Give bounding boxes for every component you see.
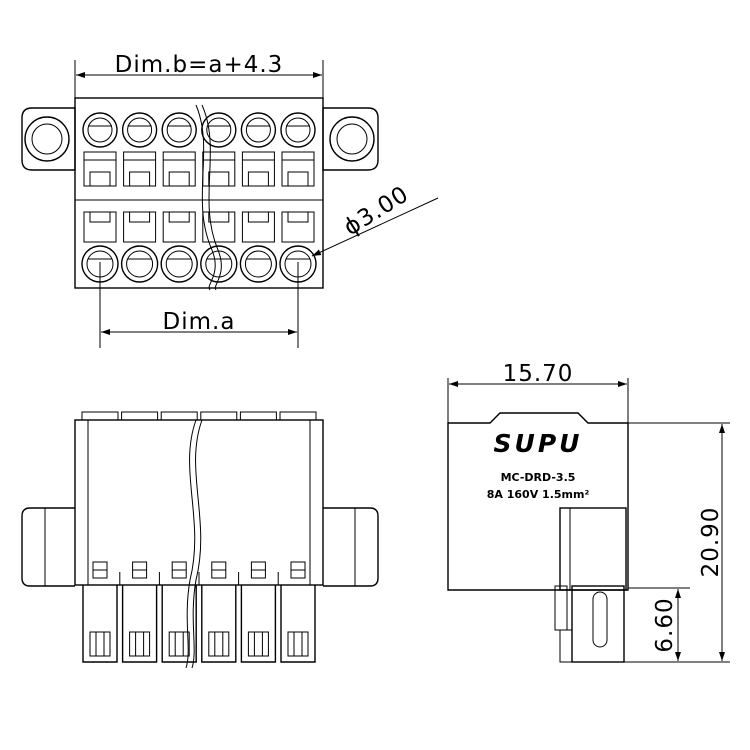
side-view: SUPU MC-DRD-3.5 8A 160V 1.5mm² 15.70 20.…	[447, 361, 730, 663]
front-tab	[200, 411, 238, 421]
diameter-callout: ϕ3.00	[311, 181, 439, 257]
top-view: Dim.b=a+4.3 Dim.a ϕ3.00	[21, 52, 439, 348]
front-pin	[240, 561, 279, 663]
top-pin	[160, 112, 198, 283]
lower-label: 6.60	[652, 597, 678, 652]
model-label: MC-DRD-3.5	[501, 471, 576, 484]
front-pin	[82, 561, 121, 663]
dim-b: Dim.b=a+4.3	[74, 52, 324, 98]
break-line	[195, 104, 216, 291]
mounting-hole-left	[24, 116, 70, 162]
brand-label: SUPU	[494, 429, 583, 458]
top-view-flange	[21, 107, 76, 171]
front-pin	[201, 561, 240, 663]
dim-height: 20.90	[624, 422, 730, 663]
rating-label: 8A 160V 1.5mm²	[487, 488, 590, 501]
front-view	[21, 411, 379, 669]
front-pin	[121, 561, 160, 663]
top-view-body	[74, 97, 324, 289]
dim-a: Dim.a	[99, 262, 299, 348]
front-tab	[160, 411, 198, 421]
dim-lower: 6.60	[628, 587, 690, 661]
top-pin	[279, 112, 317, 283]
front-view-flange-left	[21, 507, 75, 587]
hole-diameter-label: ϕ3.00	[339, 181, 413, 241]
front-tab	[239, 411, 277, 421]
front-pin	[161, 561, 200, 663]
dim-b-label: Dim.b=a+4.3	[115, 52, 284, 78]
front-view-flange-right	[323, 507, 379, 587]
width-label: 15.70	[503, 361, 574, 387]
height-label: 20.90	[698, 507, 724, 578]
front-pin	[280, 561, 316, 663]
dim-width: 15.70	[447, 361, 629, 423]
side-view-latch	[554, 507, 627, 663]
mounting-hole-right	[329, 116, 375, 162]
top-pin	[120, 112, 159, 283]
top-pin	[81, 112, 119, 283]
front-tab	[279, 411, 317, 421]
front-tab	[81, 411, 119, 421]
top-pins	[81, 112, 317, 283]
front-tab	[121, 411, 159, 421]
top-pin	[239, 112, 278, 283]
front-view-body	[74, 419, 324, 586]
top-pin	[200, 112, 238, 283]
dim-a-label: Dim.a	[163, 309, 236, 335]
side-view-body	[447, 412, 629, 591]
